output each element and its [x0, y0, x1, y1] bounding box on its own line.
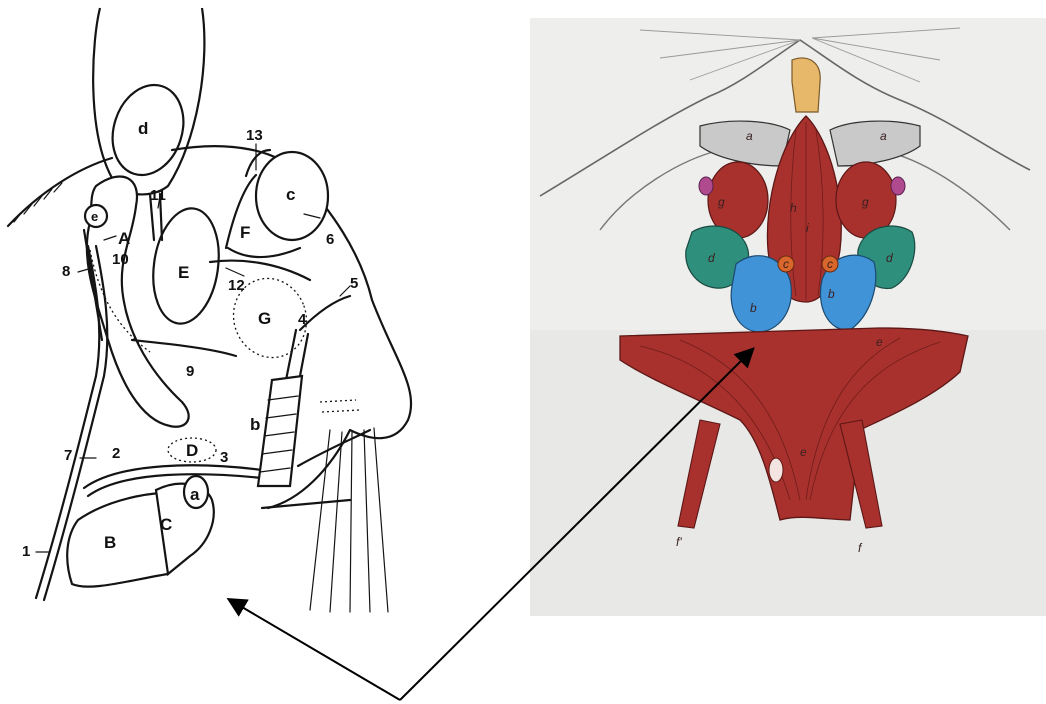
r-label-c2: c — [827, 257, 833, 271]
r-label-g2: g — [862, 195, 869, 209]
r-label-d1: d — [708, 251, 715, 265]
label-11: 11 — [150, 187, 166, 204]
r-label-a1: a — [746, 129, 753, 143]
r-label-e2: e — [800, 445, 807, 459]
label-F: F — [240, 223, 250, 242]
label-b: b — [250, 415, 260, 434]
label-B: B — [104, 533, 116, 552]
r-label-b2: b — [828, 287, 835, 301]
label-10: 10 — [112, 251, 129, 268]
label-5: 5 — [350, 275, 358, 292]
label-E: E — [178, 263, 189, 282]
gland-pink-left — [699, 177, 713, 195]
penis-glans — [792, 58, 820, 112]
label-6: 6 — [326, 231, 334, 248]
hair-dots — [320, 400, 360, 412]
label-G: G — [258, 309, 271, 328]
r-label-c1: c — [783, 257, 789, 271]
label-12: 12 — [228, 277, 245, 294]
label-8: 8 — [62, 263, 70, 280]
left-line-drawing: 1 2 3 4 5 6 7 8 9 10 11 12 13 A B C D E … — [8, 8, 411, 612]
vessel-12 — [210, 261, 310, 280]
label-9: 9 — [186, 363, 194, 380]
arrow-to-left-figure — [230, 600, 400, 700]
r-label-a2: a — [880, 129, 887, 143]
label-13: 13 — [246, 127, 263, 144]
label-e: e — [91, 209, 98, 224]
label-C: C — [160, 515, 172, 534]
r-label-e1: e — [876, 335, 883, 349]
label-d: d — [138, 119, 148, 138]
label-a: a — [190, 485, 200, 504]
label-4: 4 — [298, 311, 307, 328]
r-label-i: i — [806, 221, 809, 235]
label-7: 7 — [64, 447, 72, 464]
r-label-d2: d — [886, 251, 893, 265]
body-wall-hatch — [14, 183, 62, 222]
r-label-g1: g — [718, 195, 725, 209]
r-label-f1: f' — [676, 535, 682, 549]
vessel-9 — [132, 340, 236, 356]
label-D: D — [186, 441, 198, 460]
r-label-b1: b — [750, 301, 757, 315]
r-label-h: h — [790, 201, 797, 215]
label-3: 3 — [220, 449, 228, 466]
right-color-illustration: a a b b c c d d e e f' f g g h i — [530, 18, 1046, 616]
anal-opening — [769, 458, 783, 482]
label-2: 2 — [112, 445, 120, 462]
label-A: A — [118, 229, 130, 248]
label-c: c — [286, 185, 295, 204]
gland-pink-right — [891, 177, 905, 195]
label-1: 1 — [22, 543, 30, 560]
hair-lines — [310, 428, 388, 612]
